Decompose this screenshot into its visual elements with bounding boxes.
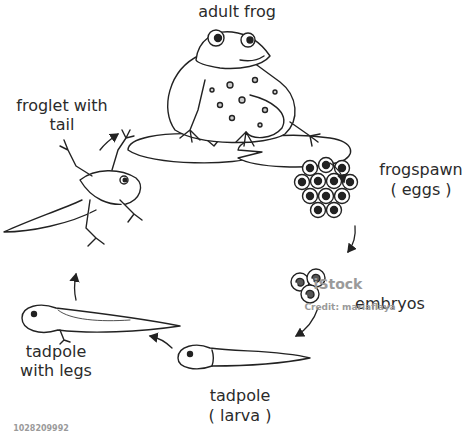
froglet-with-tail	[4, 130, 142, 246]
tadpole-with-legs-part	[58, 310, 130, 321]
cycle-arrows-part	[330, 163, 344, 182]
adult-frog-part-part	[230, 116, 235, 121]
stage-label: froglet with tail	[16, 96, 108, 134]
tadpole-with-legs-part	[32, 312, 37, 317]
frogspawn-eggs-part	[311, 203, 326, 218]
adult-frog-part-part	[253, 78, 258, 83]
frogspawn-eggs-part	[327, 174, 342, 189]
froglet-with-tail-part	[86, 200, 104, 246]
adult-frog-part	[247, 37, 253, 43]
watermark: iStock	[298, 276, 378, 293]
adult-frog-part	[196, 32, 270, 69]
frogspawn-eggs-part	[295, 175, 310, 190]
adult-frog	[168, 30, 320, 146]
adult-frog-part	[180, 80, 205, 142]
tadpole-with-legs-part	[22, 305, 180, 332]
adult-frog-part-part	[258, 123, 262, 127]
frogspawn-eggs-part	[327, 203, 342, 218]
frogspawn-eggs-part	[331, 178, 338, 185]
cycle-arrows-part	[348, 226, 355, 252]
frogspawn-eggs-part	[319, 158, 334, 173]
adult-frog-part	[241, 33, 255, 47]
frogspawn-eggs-part	[339, 193, 346, 200]
frogspawn-eggs-part	[303, 161, 318, 176]
watermark: 1028209992	[3, 424, 79, 434]
stage-label: ( larva )	[180, 406, 300, 425]
adult-frog-part-part	[239, 97, 245, 103]
adult-frog-part	[240, 56, 264, 61]
frogspawn-eggs-part	[307, 165, 314, 172]
froglet-with-tail-part	[4, 200, 96, 232]
stage-label: ( eggs )	[371, 180, 471, 199]
cycle-arrows	[75, 134, 356, 348]
adult-frog-part	[215, 35, 222, 42]
adult-frog-part-part	[273, 90, 277, 94]
adult-frog-part-part	[263, 108, 268, 113]
stage-label: frogspawn	[371, 160, 471, 179]
frogspawn-eggs-part	[303, 189, 318, 204]
froglet-with-tail-part	[60, 140, 92, 176]
froglet-with-tail-part	[80, 171, 141, 205]
adult-frog-part	[236, 132, 254, 146]
frogspawn-eggs-part	[311, 174, 326, 189]
watermark: Credit: mariaflaya	[275, 302, 425, 313]
frogspawn-eggs	[295, 158, 358, 218]
frogspawn-eggs-part	[323, 193, 330, 200]
frogspawn-eggs-part	[319, 189, 334, 204]
stage-label: adult frog	[167, 2, 307, 21]
frogspawn-eggs-part	[347, 179, 354, 186]
cycle-arrows-part	[75, 274, 77, 300]
tadpole-larva-part	[178, 345, 310, 369]
cycle-arrows-part	[296, 308, 318, 336]
tadpole-larva	[178, 345, 310, 369]
frogspawn-eggs-part	[323, 162, 330, 169]
froglet-with-tail-part	[123, 178, 127, 182]
cycle-arrows-part	[150, 336, 172, 348]
frogspawn-eggs-part	[331, 207, 338, 214]
frogspawn-eggs-part	[299, 179, 306, 186]
froglet-with-tail-part	[120, 200, 142, 222]
embryos-part	[296, 278, 304, 286]
froglet-with-tail-part	[120, 176, 128, 184]
tadpole-larva-part	[188, 352, 193, 357]
adult-frog-part-part	[227, 82, 233, 88]
stage-label: tadpole with legs	[10, 342, 102, 380]
adult-frog-part	[246, 95, 284, 138]
adult-frog-part	[210, 78, 277, 128]
cycle-arrows-part	[100, 134, 118, 150]
tadpole-larva-part	[212, 350, 214, 366]
adult-frog-part-part	[210, 88, 214, 92]
frogspawn-eggs-part	[315, 207, 322, 214]
embryos-part	[306, 290, 314, 298]
stage-label: tadpole	[180, 386, 300, 405]
frogspawn-eggs-part	[335, 189, 350, 204]
adult-frog-part	[208, 30, 224, 46]
adult-frog-part	[290, 122, 320, 146]
frogspawn-eggs-part	[339, 165, 346, 172]
frogspawn-eggs-part	[315, 178, 322, 185]
tadpole-with-legs-part	[60, 330, 70, 344]
frogspawn-eggs-part	[343, 175, 358, 190]
frogspawn-eggs-part	[307, 193, 314, 200]
adult-frog-part-part	[218, 103, 223, 108]
